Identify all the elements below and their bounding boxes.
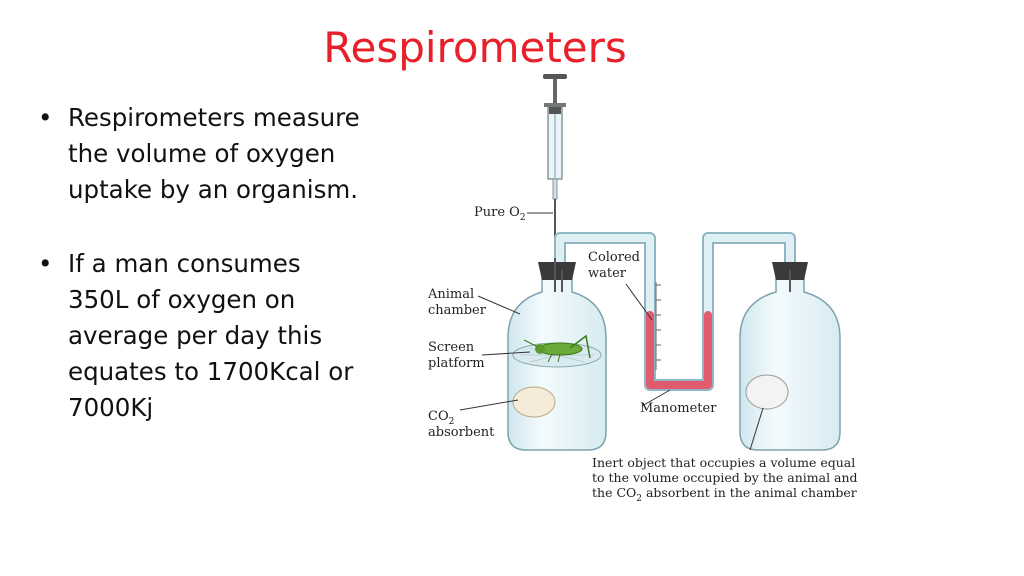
label-animal-chamber-line1: Animal (427, 287, 474, 302)
reference-flask (739, 262, 841, 451)
grasshopper-icon (523, 334, 591, 363)
label-animal-chamber-line2: chamber (428, 303, 487, 318)
manometer-scale (655, 282, 661, 370)
bullet-text: Respirometers measure the volume of oxyg… (68, 103, 360, 204)
label-screen-platform-line2: platform (428, 356, 485, 371)
connecting-tubing (554, 232, 796, 391)
label-colored-water-line1: Colored (588, 250, 640, 265)
caption-inert-object-line2: to the volume occupied by the animal and (592, 470, 858, 485)
bullet-respirometers-definition: • Respirometers measure the volume of ox… (38, 100, 368, 208)
respirometer-diagram: Pure O2 Colored water Animal chamber Scr… (427, 74, 858, 504)
caption-inert-object-line1: Inert object that occupies a volume equa… (592, 455, 855, 470)
label-screen-platform-line1: Screen (428, 340, 475, 355)
syringe (543, 74, 567, 260)
label-co2-absorbent-line1: CO2 (428, 409, 454, 427)
label-manometer: Manometer (640, 401, 717, 416)
label-co2-absorbent-line2: absorbent (428, 425, 495, 440)
bullet-oxygen-consumption: • If a man consumes 350L of oxygen on av… (38, 246, 368, 426)
label-pure-o2: Pure O2 (474, 205, 526, 223)
diagram-labels: Pure O2 Colored water Animal chamber Scr… (427, 205, 858, 504)
bullet-list: • Respirometers measure the volume of ox… (38, 100, 368, 426)
leader-lines (459, 212, 764, 451)
animal-chamber-flask (507, 258, 607, 451)
bullet-text: If a man consumes 350L of oxygen on aver… (68, 249, 354, 422)
bullet-dot-icon: • (38, 103, 53, 132)
bullet-dot-icon: • (38, 249, 53, 278)
slide-title: Respirometers (323, 23, 627, 72)
caption-inert-object-line3: the CO2 absorbent in the animal chamber (592, 485, 857, 504)
label-colored-water-line2: water (588, 266, 627, 281)
